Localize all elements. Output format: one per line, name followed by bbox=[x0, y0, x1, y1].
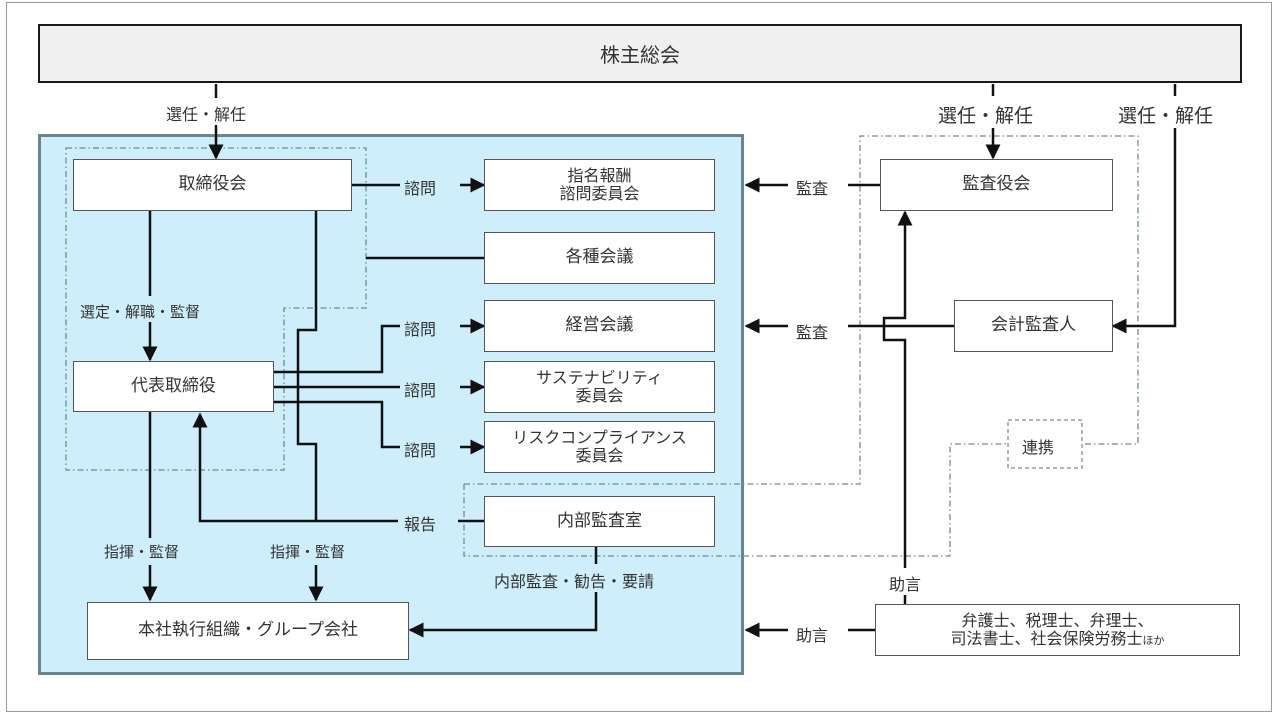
audit-from-audit-board-label: 監査 bbox=[794, 175, 831, 199]
select-dismiss-supervise-label: 選定・解職・監督 bbox=[78, 301, 203, 322]
collaboration-label: 連携 bbox=[1022, 438, 1055, 457]
board-of-directors-box: 取締役会 bbox=[73, 159, 352, 211]
head-office-group-box: 本社執行組織・グループ会社 bbox=[87, 602, 409, 660]
representative-director-box: 代表取締役 bbox=[73, 361, 274, 412]
risk-compliance-committee-box: リスクコンプライアンス 委員会 bbox=[484, 421, 715, 473]
advice-vertical-label: 助言 bbox=[887, 571, 924, 595]
audit-from-accounting-label: 監査 bbox=[794, 319, 831, 343]
appoint-dismiss-audit-board-label: 選任・解任 bbox=[936, 101, 1036, 128]
management-meeting-box: 経営会議 bbox=[484, 300, 715, 352]
risk-compliance-line2: 委員会 bbox=[575, 446, 624, 465]
nomination-compensation-committee-box: 指名報酬 諮問委員会 bbox=[484, 159, 715, 211]
report-label: 報告 bbox=[402, 511, 439, 535]
external-experts-line2: 司法書士、社会保険労務士ほか bbox=[950, 629, 1165, 648]
consult-sustainability-label: 諮問 bbox=[402, 377, 439, 401]
sustainability-line1: サステナビリティ bbox=[536, 367, 663, 387]
nomination-committee-line2: 諮問委員会 bbox=[559, 184, 640, 203]
risk-compliance-line1: リスクコンプライアンス bbox=[512, 427, 687, 447]
sustainability-line2: 委員会 bbox=[575, 386, 624, 405]
consult-nomination-label: 諮問 bbox=[402, 175, 439, 199]
advice-horizontal-label: 助言 bbox=[794, 622, 831, 646]
shareholders-meeting-box: 株主総会 bbox=[38, 24, 1242, 83]
nomination-committee-line1: 指名報酬 bbox=[567, 165, 632, 185]
sustainability-committee-box: サステナビリティ 委員会 bbox=[484, 361, 715, 413]
direct-supervise-left-label: 指揮・監督 bbox=[102, 541, 182, 562]
accounting-auditor-box: 会計監査人 bbox=[954, 300, 1113, 352]
audit-board-box: 監査役会 bbox=[880, 159, 1113, 211]
various-meetings-box: 各種会議 bbox=[484, 232, 715, 284]
internal-audit-office-box: 内部監査室 bbox=[484, 496, 715, 547]
external-experts-suffix: ほか bbox=[1142, 634, 1165, 647]
consult-management-label: 諮問 bbox=[402, 316, 439, 340]
appoint-dismiss-accounting-label: 選任・解任 bbox=[1116, 101, 1216, 128]
direct-supervise-right-label: 指揮・監督 bbox=[268, 541, 348, 562]
internal-audit-recommend-label: 内部監査・勧告・要請 bbox=[492, 568, 657, 592]
external-experts-line2-text: 司法書士、社会保険労務士 bbox=[950, 629, 1143, 648]
consult-risk-label: 諮問 bbox=[402, 437, 439, 461]
appoint-dismiss-board-label: 選任・解任 bbox=[164, 101, 249, 125]
external-experts-line1: 弁護士、税理士、弁理士、 bbox=[961, 610, 1154, 630]
external-experts-box: 弁護士、税理士、弁理士、 司法書士、社会保険労務士ほか bbox=[875, 604, 1240, 656]
